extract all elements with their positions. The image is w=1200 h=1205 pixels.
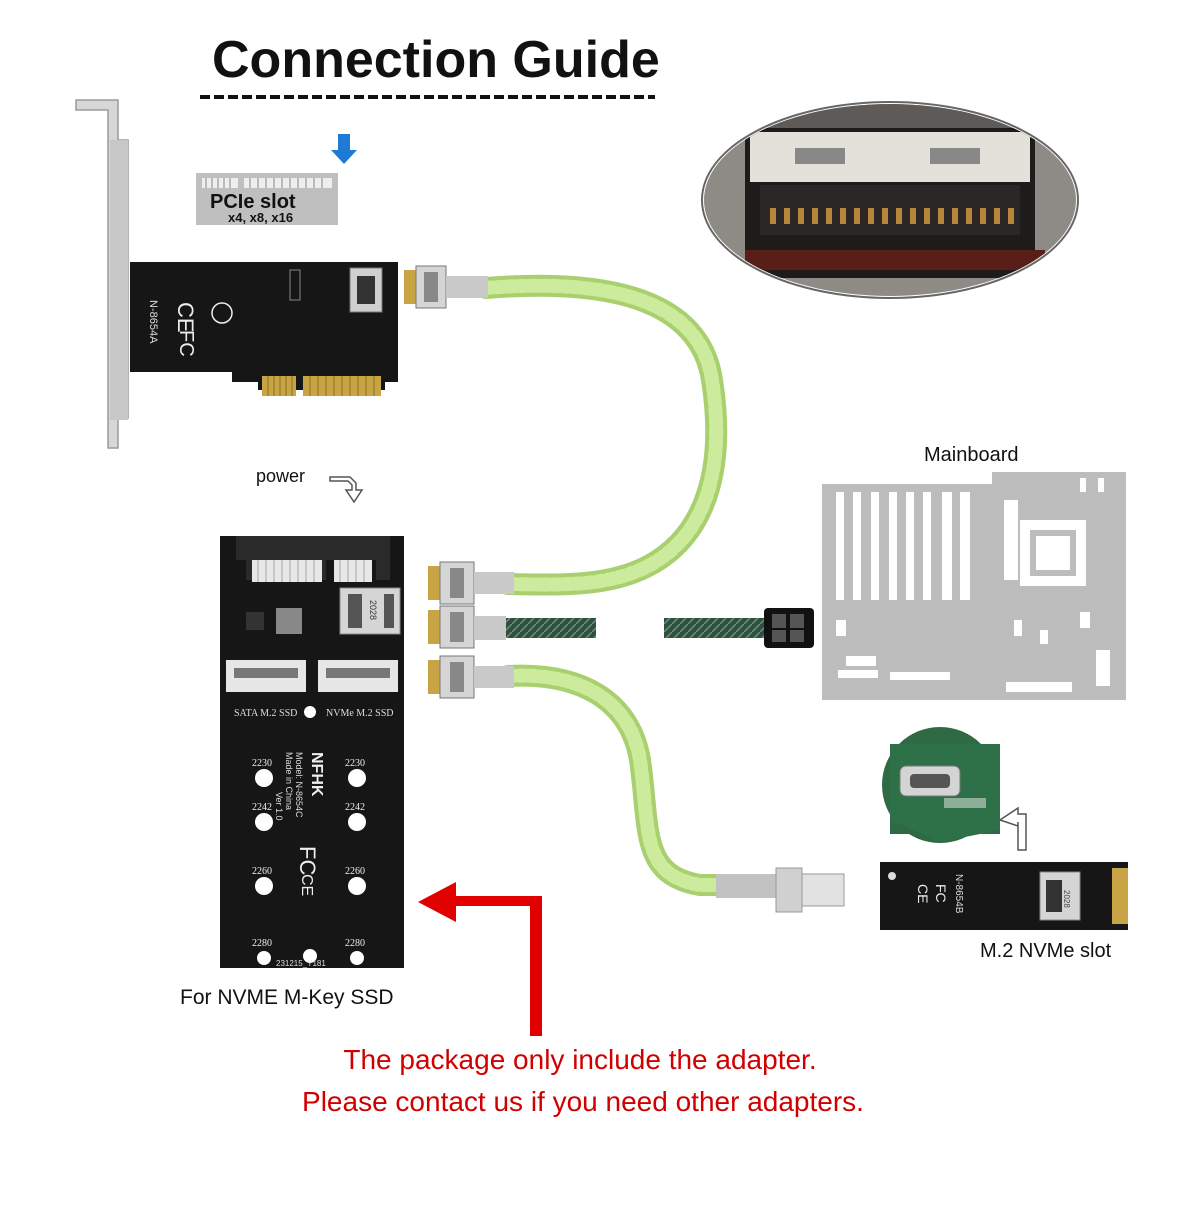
green-cable-top bbox=[475, 274, 728, 596]
cable-connector-2 bbox=[428, 605, 506, 649]
package-note-line2: Please contact us if you need other adap… bbox=[302, 1086, 864, 1117]
ssd-size-2230-left: 2230 bbox=[252, 758, 272, 769]
pcie-slot-label: PCIe slot bbox=[210, 191, 296, 213]
ssd-fc-mark: FC bbox=[295, 846, 320, 875]
ssd-size-2280-left: 2280 bbox=[252, 938, 272, 949]
pcie-card-logo-icon bbox=[211, 302, 233, 324]
pcie-adapter-card: N-8654A CE FC bbox=[75, 99, 398, 449]
ssd-size-2260-right: 2260 bbox=[345, 866, 365, 877]
package-note-line1: The package only include the adapter. bbox=[343, 1044, 817, 1075]
ssd-size-2280-right: 2280 bbox=[345, 938, 365, 949]
ssd-serial: 231215_Y181 bbox=[276, 959, 326, 968]
pcie-slot-sublabel: x4, x8, x16 bbox=[228, 210, 293, 225]
ssd-model-text: Model: N-8654C bbox=[294, 752, 304, 818]
pcie-card-ce-mark: CE bbox=[173, 302, 198, 333]
ssd-size-2230-right: 2230 bbox=[345, 758, 365, 769]
green-cable-bottom bbox=[497, 664, 731, 896]
m2-adapter-card: CE FC N-8654B 2028 bbox=[880, 862, 1128, 930]
up-arrow-outline-icon bbox=[998, 806, 1027, 851]
pcie-gold-fingers bbox=[262, 376, 381, 396]
mainboard-power-connector bbox=[764, 608, 814, 648]
pcie-slot-illustration: PCIe slot x4, x8, x16 bbox=[196, 173, 338, 225]
ssd-version: Ver 1.0 bbox=[274, 792, 284, 821]
sata-power-connector bbox=[236, 536, 390, 582]
power-arrow-icon bbox=[329, 476, 364, 504]
ssd-brand: NFHK bbox=[308, 752, 325, 797]
cable-connector-m2 bbox=[716, 867, 845, 913]
cable-connector-3 bbox=[428, 655, 514, 699]
ssd-adapter-board: 2028 SATA M.2 SSD NVMe M.2 SSD 2230 2230… bbox=[220, 536, 404, 968]
pcie-card-board bbox=[130, 262, 398, 390]
ssd-silk-right: NVMe M.2 SSD bbox=[326, 708, 394, 719]
m2-slot-label: M.2 NVMe slot bbox=[980, 940, 1112, 962]
ssd-made-in: Made in China bbox=[284, 752, 294, 810]
m2-inset-photo bbox=[882, 727, 1000, 843]
mainboard-label: Mainboard bbox=[924, 444, 1019, 466]
connector-closeup bbox=[701, 101, 1079, 299]
power-cable-braided bbox=[496, 618, 764, 638]
page-title: Connection Guide bbox=[212, 31, 660, 89]
cable-connector-1 bbox=[428, 561, 514, 605]
power-label: power bbox=[256, 466, 306, 486]
ssd-size-2242-left: 2242 bbox=[252, 802, 272, 813]
red-pointer-arrow-icon bbox=[418, 882, 542, 1036]
nvme-ssd-label: For NVME M-Key SSD bbox=[180, 986, 394, 1009]
pcie-card-fc-mark: FC bbox=[175, 330, 197, 357]
ssd-ce-mark: CE bbox=[298, 874, 315, 896]
pcie-card-model: N-8654A bbox=[147, 300, 159, 344]
m2-adapter-fc-mark: FC bbox=[933, 884, 949, 903]
ssd-size-2242-right: 2242 bbox=[345, 802, 365, 813]
cable-connector-top-card bbox=[404, 265, 488, 309]
m2-adapter-ce-mark: CE bbox=[915, 884, 931, 903]
down-arrow-icon bbox=[331, 134, 357, 164]
ssd-silk-left: SATA M.2 SSD bbox=[234, 708, 297, 719]
ssd-size-2260-left: 2260 bbox=[252, 866, 272, 877]
ssd-board-port-label: 2028 bbox=[368, 600, 378, 620]
m2-adapter-port-label: 2028 bbox=[1062, 890, 1071, 908]
mainboard-illustration bbox=[822, 472, 1126, 700]
m2-adapter-model: N-8654B bbox=[953, 874, 964, 914]
